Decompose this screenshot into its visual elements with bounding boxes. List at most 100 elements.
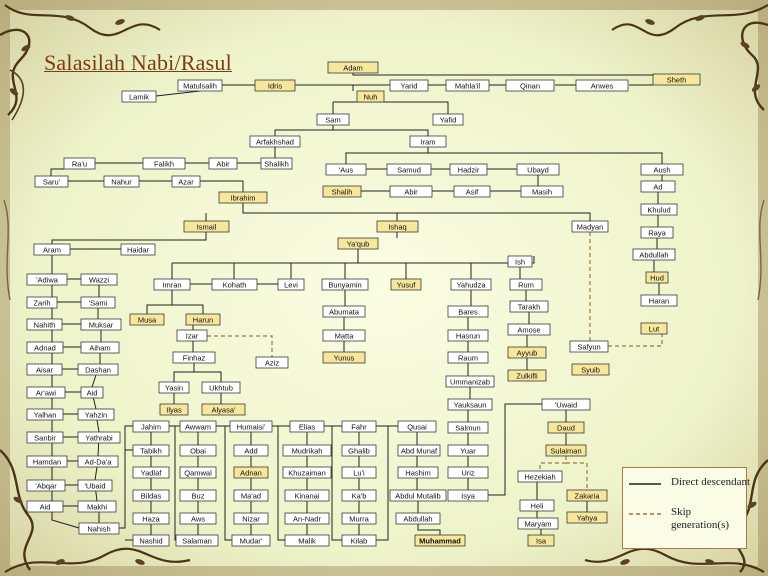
descendant-connector: [277, 426, 285, 541]
node-box: [176, 329, 208, 342]
node-box: [175, 534, 219, 547]
person-node-yahudza: Yahudza: [450, 278, 492, 291]
node-label: Zakaria: [574, 492, 600, 501]
node-box: [249, 135, 301, 148]
person-node-heli: Heli: [519, 499, 555, 512]
person-node-yarid: Yarid: [389, 79, 429, 92]
person-node-idris: Idris: [254, 79, 296, 92]
person-node-alyasa: Alyasa': [201, 403, 246, 416]
person-node-luai: Lu'i: [341, 466, 377, 479]
person-node-ishaq: Ishaq: [376, 220, 419, 233]
person-node-uriz: Uriz: [447, 466, 489, 479]
node-label: Samud: [397, 166, 421, 175]
node-box: [153, 278, 191, 291]
node-box: [545, 444, 587, 457]
node-label: 'Adiwa: [36, 276, 59, 285]
node-box: [80, 296, 116, 309]
node-label: Arfakhshad: [256, 138, 294, 147]
node-box: [177, 79, 223, 92]
person-node-elias: Elias: [289, 420, 325, 433]
node-label: 'Sami: [89, 299, 108, 308]
node-label: Maryam: [524, 520, 551, 529]
person-node-matta: Matta: [322, 329, 366, 342]
node-box: [322, 305, 366, 318]
person-node-isa: Isa: [527, 534, 555, 547]
node-box: [77, 363, 119, 376]
node-box: [208, 157, 238, 170]
node-box: [26, 479, 66, 492]
node-label: Makhi: [87, 503, 107, 512]
person-node-mudrikah: Mudrikah: [282, 444, 332, 457]
node-label: Salaman: [182, 537, 212, 546]
person-node-abir2: Abir: [389, 185, 433, 198]
person-node-safyun: Safyun: [569, 340, 609, 353]
node-label: Dashan: [85, 366, 111, 375]
node-box: [541, 398, 591, 411]
descendant-connector: [224, 426, 232, 541]
person-node-wazzi: Wazzi: [80, 273, 118, 286]
node-box: [183, 220, 230, 233]
node-box: [389, 185, 433, 198]
node-box: [575, 79, 629, 92]
node-label: Yahya: [577, 514, 599, 523]
node-box: [171, 175, 201, 188]
node-label: Abdul Mutalib: [395, 492, 440, 501]
node-label: Ayyub: [517, 349, 538, 358]
node-box: [507, 346, 547, 359]
node-box: [26, 500, 64, 513]
connector-lines: [50, 68, 677, 541]
node-box: [233, 444, 269, 457]
node-label: Adam: [343, 64, 363, 73]
person-node-nahish: Nahish: [78, 522, 120, 535]
node-box: [520, 185, 564, 198]
node-box: [389, 79, 429, 92]
node-label: Awwam: [185, 423, 211, 432]
node-label: Yusuf: [397, 281, 417, 290]
node-label: Raum: [458, 354, 478, 363]
person-node-abir: Abir: [208, 157, 238, 170]
person-node-yalhan: Yalhan: [26, 408, 64, 421]
descendant-connector: [242, 203, 591, 221]
node-box: [337, 237, 379, 250]
node-box: [450, 278, 492, 291]
node-box: [284, 534, 330, 547]
node-label: Tarakh: [518, 303, 541, 312]
node-label: Abir: [404, 188, 418, 197]
person-node-asif: Asif: [453, 185, 491, 198]
person-node-maryam: Maryam: [517, 517, 559, 530]
node-box: [179, 444, 217, 457]
node-label: 'Aus: [339, 166, 354, 175]
person-node-harun: Harun: [185, 313, 221, 326]
node-label: Ubayd: [527, 166, 549, 175]
node-box: [179, 420, 217, 433]
node-box: [201, 403, 246, 416]
person-node-hamdan: Hamdan: [26, 455, 68, 468]
node-label: Hamdan: [33, 458, 61, 467]
person-node-awwam: Awwam: [179, 420, 217, 433]
node-label: Imran: [162, 281, 181, 290]
node-box: [449, 163, 488, 176]
person-node-yusuf: Yusuf: [390, 278, 422, 291]
node-label: Aush: [653, 166, 670, 175]
node-box: [341, 444, 377, 457]
node-box: [571, 363, 610, 376]
node-box: [390, 278, 422, 291]
node-label: Shalikh: [264, 160, 289, 169]
node-box: [233, 512, 269, 525]
node-box: [447, 489, 489, 502]
person-node-sulaiman: Sulaiman: [545, 444, 587, 457]
node-label: Sanbir: [34, 434, 56, 443]
person-node-qamwal: Qamwal: [179, 466, 217, 479]
person-node-saru: Saru': [34, 175, 69, 188]
person-node-shalih: Shalih: [322, 185, 362, 198]
descendant-connector: [331, 426, 342, 541]
person-node-add: Add: [233, 444, 269, 457]
person-node-yahya: Yahya: [566, 511, 608, 524]
node-box: [327, 61, 379, 74]
node-box: [179, 489, 217, 502]
node-box: [395, 512, 441, 525]
descendant-connector: [174, 426, 176, 541]
person-node-salaman: Salaman: [175, 534, 219, 547]
node-box: [282, 466, 332, 479]
